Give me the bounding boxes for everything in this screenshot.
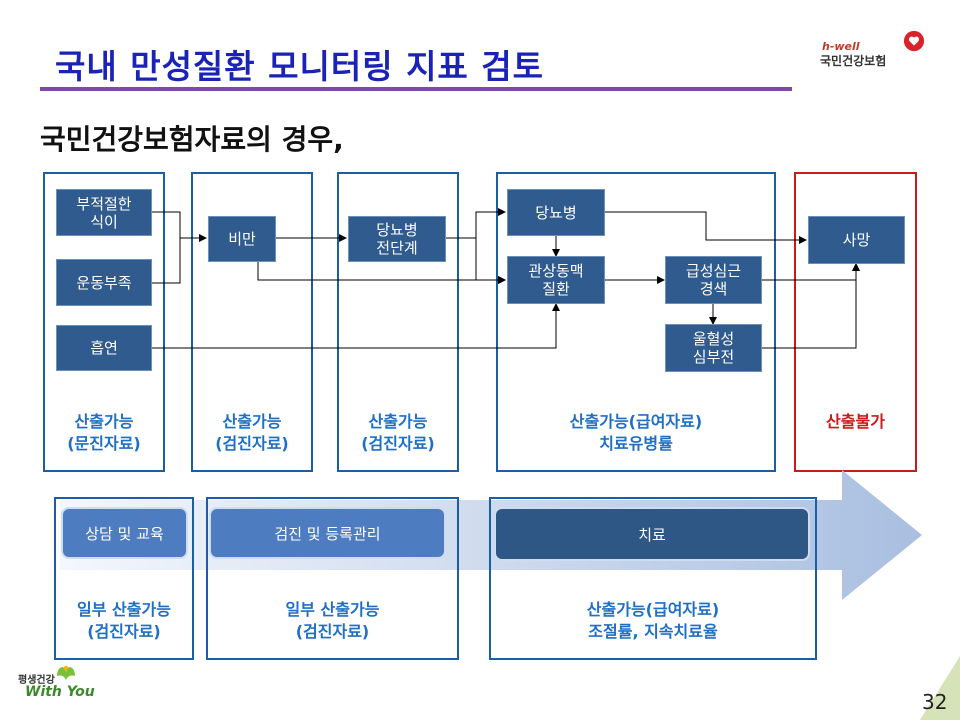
line-smoking-cad <box>152 303 560 349</box>
caption-col2: 산출가능 (검진자료) <box>215 412 289 453</box>
caption-col5: 산출불가 <box>826 412 885 431</box>
phase-panel-treatment <box>489 497 817 660</box>
node-prediabetes: 당뇨병 전단계 <box>348 216 446 262</box>
node-lack-of-exercise: 운동부족 <box>56 259 152 306</box>
line-diabetes-death <box>605 211 807 244</box>
caption-col3: 산출가능 (검진자료) <box>361 412 435 453</box>
node-obesity: 비만 <box>208 216 276 262</box>
panel-obesity <box>191 172 313 472</box>
node-death: 사망 <box>808 216 905 264</box>
phase-treatment: 치료 <box>494 507 810 561</box>
phase-panel-counsel <box>54 497 194 660</box>
line-prediabetes-cad <box>475 238 506 284</box>
line-prediabetes-diabetes <box>446 208 506 239</box>
node-heart-failure: 울혈성 심부전 <box>665 324 762 372</box>
panel-death <box>794 172 917 472</box>
heart-logo-icon <box>903 30 925 52</box>
panel-risk-factors <box>43 172 165 472</box>
brand-with-you: With You <box>25 684 95 700</box>
page-number: 32 <box>922 690 948 714</box>
phase-caption-treatment: 산출가능(급여자료) 조절률, 지속치료율 <box>586 600 720 641</box>
phase-caption-checkup: 일부 산출가능 (검진자료) <box>285 600 380 641</box>
node-acute-mi: 급성심근 경색 <box>665 256 762 304</box>
corner-decoration <box>920 656 960 720</box>
line-obesity-cad <box>257 262 506 284</box>
phase-checkup-registration: 검진 및 등록관리 <box>209 507 446 559</box>
phase-counsel-education: 상담 및 교육 <box>61 507 188 559</box>
node-poor-diet: 부적절한 식이 <box>56 189 152 236</box>
line-exercise-obesity <box>152 238 181 284</box>
line-diet-obesity <box>152 211 207 242</box>
brand-korean: 평생건강 <box>18 675 55 686</box>
node-coronary-artery-disease: 관상동맥 질환 <box>507 256 605 304</box>
node-smoking: 흡연 <box>56 325 152 371</box>
leaf-logo-icon <box>57 665 75 680</box>
phase-panel-checkup <box>206 497 459 660</box>
page-subtitle: 국민건강보험자료의 경우, <box>40 123 344 156</box>
panel-diseases <box>496 172 776 472</box>
care-continuum-arrow <box>60 470 922 600</box>
node-diabetes: 당뇨병 <box>507 189 605 236</box>
panel-prediabetes <box>337 172 459 472</box>
caption-col1: 산출가능 (문진자료) <box>67 412 141 453</box>
flow-connectors <box>152 208 860 349</box>
title-underline <box>40 87 792 91</box>
logo-tag: h-well <box>822 40 860 53</box>
page-title: 국내 만성질환 모니터링 지표 검토 <box>55 47 544 86</box>
caption-col4: 산출가능(급여자료) 치료유병률 <box>569 412 703 453</box>
logo-name: 국민건강보험 <box>820 54 887 68</box>
phase-caption-counsel: 일부 산출가능 (검진자료) <box>77 600 171 641</box>
line-mi-death <box>762 263 860 281</box>
line-hf-death <box>762 263 860 349</box>
